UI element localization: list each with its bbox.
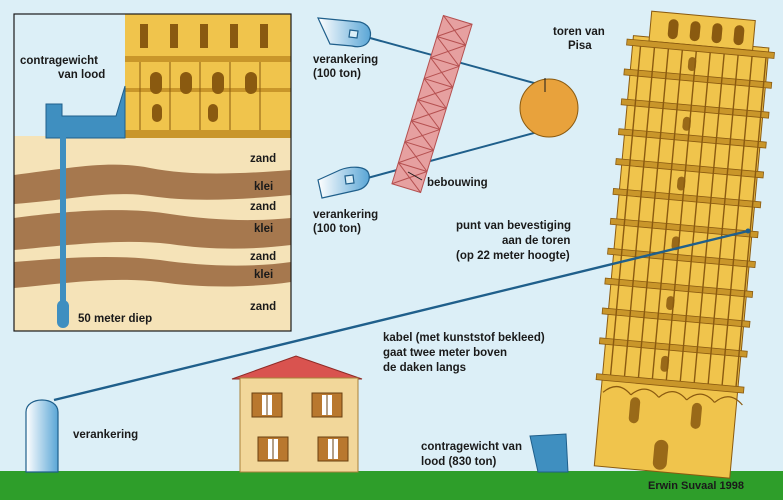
layer-label-3: zand [250,201,276,213]
inset-frame [13,13,292,332]
plan-anchor-top [317,17,372,48]
ground-anchor-label: verankering [73,429,138,441]
depth-label: 50 meter diep [78,313,152,325]
plan-anchor-bottom-label-2: (100 ton) [313,223,361,235]
layer-label-5: zand [250,251,276,263]
plan-tower-label-2: Pisa [568,40,592,52]
attach-label-3: (op 22 meter hoogte) [456,250,570,262]
clay-band-1 [14,164,291,204]
plan-tower-disc [519,78,579,138]
layer-label-1: zand [250,153,276,165]
plan-anchor-top-label-2: (100 ton) [313,68,361,80]
credit-text: Erwin Suvaal 1998 [648,480,744,492]
layer-label-4: klei [254,223,273,235]
cable-label-2: gaat twee meter boven [383,347,507,359]
house-windows [251,392,349,462]
clay-band-2 [14,210,291,250]
attach-point [745,228,751,234]
cable-label-3: de daken langs [383,362,466,374]
attach-label-2: aan de toren [502,235,570,247]
plan-building [391,14,473,194]
inset-counterweight-label-2: van lood [58,69,105,81]
plan-tower-label-1: toren van [553,26,605,38]
inset-counterweight [45,85,126,139]
plan-building-label: bebouwing [427,177,488,189]
plan-anchor-top-label-1: verankering [313,54,378,66]
deep-cable [60,136,66,306]
attach-label-1: punt van bevestiging [456,220,571,232]
house [231,355,363,473]
deep-anchor [57,300,69,328]
inset-tower [125,14,291,138]
ground-counterweight-label-1: contragewicht van [421,441,522,453]
layer-label-7: zand [250,301,276,313]
soil-inset [14,14,291,331]
inset-counterweight-label-1: contragewicht [20,55,98,67]
ground-strip [0,471,783,500]
ground-counterweight-label-2: lood (830 ton) [421,456,497,468]
ground-counterweight [529,433,569,473]
cable-label-1: kabel (met kunststof bekleed) [383,332,545,344]
layer-label-2: klei [254,181,273,193]
plan-anchor-bottom [317,166,370,199]
plan-view [317,14,579,199]
plan-anchor-bottom-label-1: verankering [313,209,378,221]
leaning-tower [593,10,775,479]
layer-label-6: klei [254,269,273,281]
ground-anchor [25,399,59,473]
clay-band-3 [14,256,291,288]
main-cable [53,229,749,402]
